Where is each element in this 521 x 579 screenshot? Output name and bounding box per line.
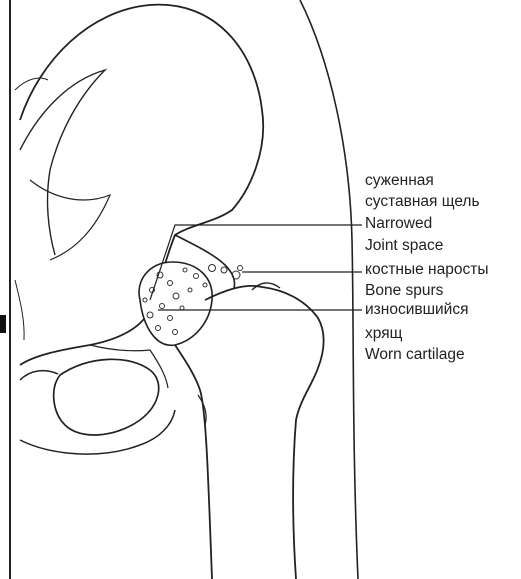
label-worn-cartilage-ru-line2: хрящ xyxy=(365,324,402,343)
ischium-contour xyxy=(90,345,168,388)
label-bone-spurs-en: Bone spurs xyxy=(365,281,443,300)
label-worn-cartilage-ru-line1: износившийся xyxy=(365,300,468,319)
label-narrowed-en-line2: Joint space xyxy=(365,236,443,255)
pubic-ramus xyxy=(20,371,175,454)
sacrum-edge xyxy=(15,280,24,340)
label-narrowed-en-line1: Narrowed xyxy=(365,214,432,233)
label-bone-spurs-ru: костные наросты xyxy=(365,260,488,279)
spine-hint xyxy=(15,78,48,90)
label-narrowed-ru-line1: суженная xyxy=(365,171,434,190)
femur-outline-left xyxy=(175,345,212,579)
label-narrowed-ru-line2: суставная щель xyxy=(365,192,480,211)
femur-outline-right xyxy=(205,286,324,579)
femoral-head xyxy=(139,262,212,345)
sacrum-contour xyxy=(30,180,110,260)
obturator-foramen xyxy=(54,359,159,435)
left-edge-mark xyxy=(0,315,6,333)
label-worn-cartilage-en: Worn cartilage xyxy=(365,345,465,364)
skin-outline xyxy=(300,0,358,579)
